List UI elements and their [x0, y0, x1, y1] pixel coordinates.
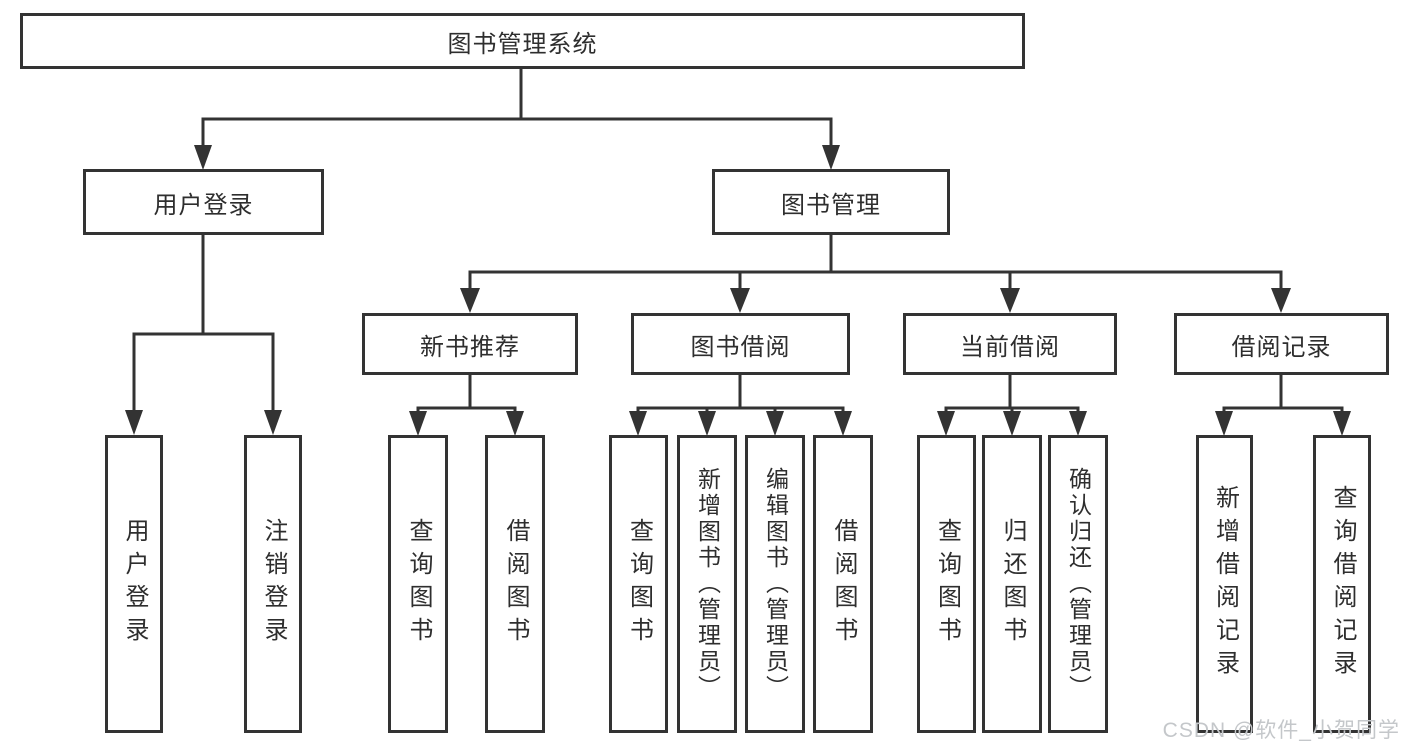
- node-current-borrow: 当前借阅: [903, 313, 1117, 375]
- node-book-borrow: 图书借阅: [631, 313, 850, 375]
- node-label: 注销登录: [260, 518, 287, 650]
- node-borrow-records: 借阅记录: [1174, 313, 1389, 375]
- node-label: 新增图书（管理员）: [694, 467, 721, 701]
- node-leaf-logout: 注销登录: [244, 435, 302, 733]
- node-leaf-add-borrow-record: 新增借阅记录: [1196, 435, 1253, 733]
- watermark: CSDN @软件_小贺同学: [1162, 719, 1400, 742]
- node-label: 查询图书: [625, 518, 653, 650]
- node-user-login: 用户登录: [83, 169, 324, 235]
- node-label: 归还图书: [999, 518, 1026, 650]
- node-leaf-query-books-current: 查询图书: [917, 435, 976, 733]
- node-label: 新增借阅记录: [1211, 485, 1239, 683]
- node-leaf-confirm-return-admin: 确认归还（管理员）: [1048, 435, 1108, 733]
- node-label: 编辑图书（管理员）: [762, 467, 789, 701]
- node-label: 用户登录: [121, 518, 148, 650]
- node-label: 查询图书: [933, 518, 961, 650]
- node-label: 查询图书: [405, 518, 432, 650]
- node-label: 借阅图书: [502, 518, 529, 650]
- node-book-management: 图书管理: [712, 169, 950, 235]
- node-leaf-query-books-recommend: 查询图书: [388, 435, 448, 733]
- node-leaf-add-book-admin: 新增图书（管理员）: [677, 435, 737, 733]
- node-leaf-borrow-books: 借阅图书: [813, 435, 873, 733]
- node-leaf-edit-book-admin: 编辑图书（管理员）: [745, 435, 805, 733]
- node-leaf-user-login: 用户登录: [105, 435, 163, 733]
- node-label: 确认归还（管理员）: [1065, 467, 1092, 701]
- node-label: 借阅图书: [830, 518, 857, 650]
- node-leaf-query-borrow-record: 查询借阅记录: [1313, 435, 1371, 733]
- node-leaf-query-books-borrow: 查询图书: [609, 435, 668, 733]
- node-leaf-borrow-books-recommend: 借阅图书: [485, 435, 545, 733]
- node-new-book-recommend: 新书推荐: [362, 313, 578, 375]
- node-leaf-return-book: 归还图书: [982, 435, 1042, 733]
- node-label: 查询借阅记录: [1329, 485, 1356, 683]
- node-book-management-system: 图书管理系统: [20, 13, 1025, 69]
